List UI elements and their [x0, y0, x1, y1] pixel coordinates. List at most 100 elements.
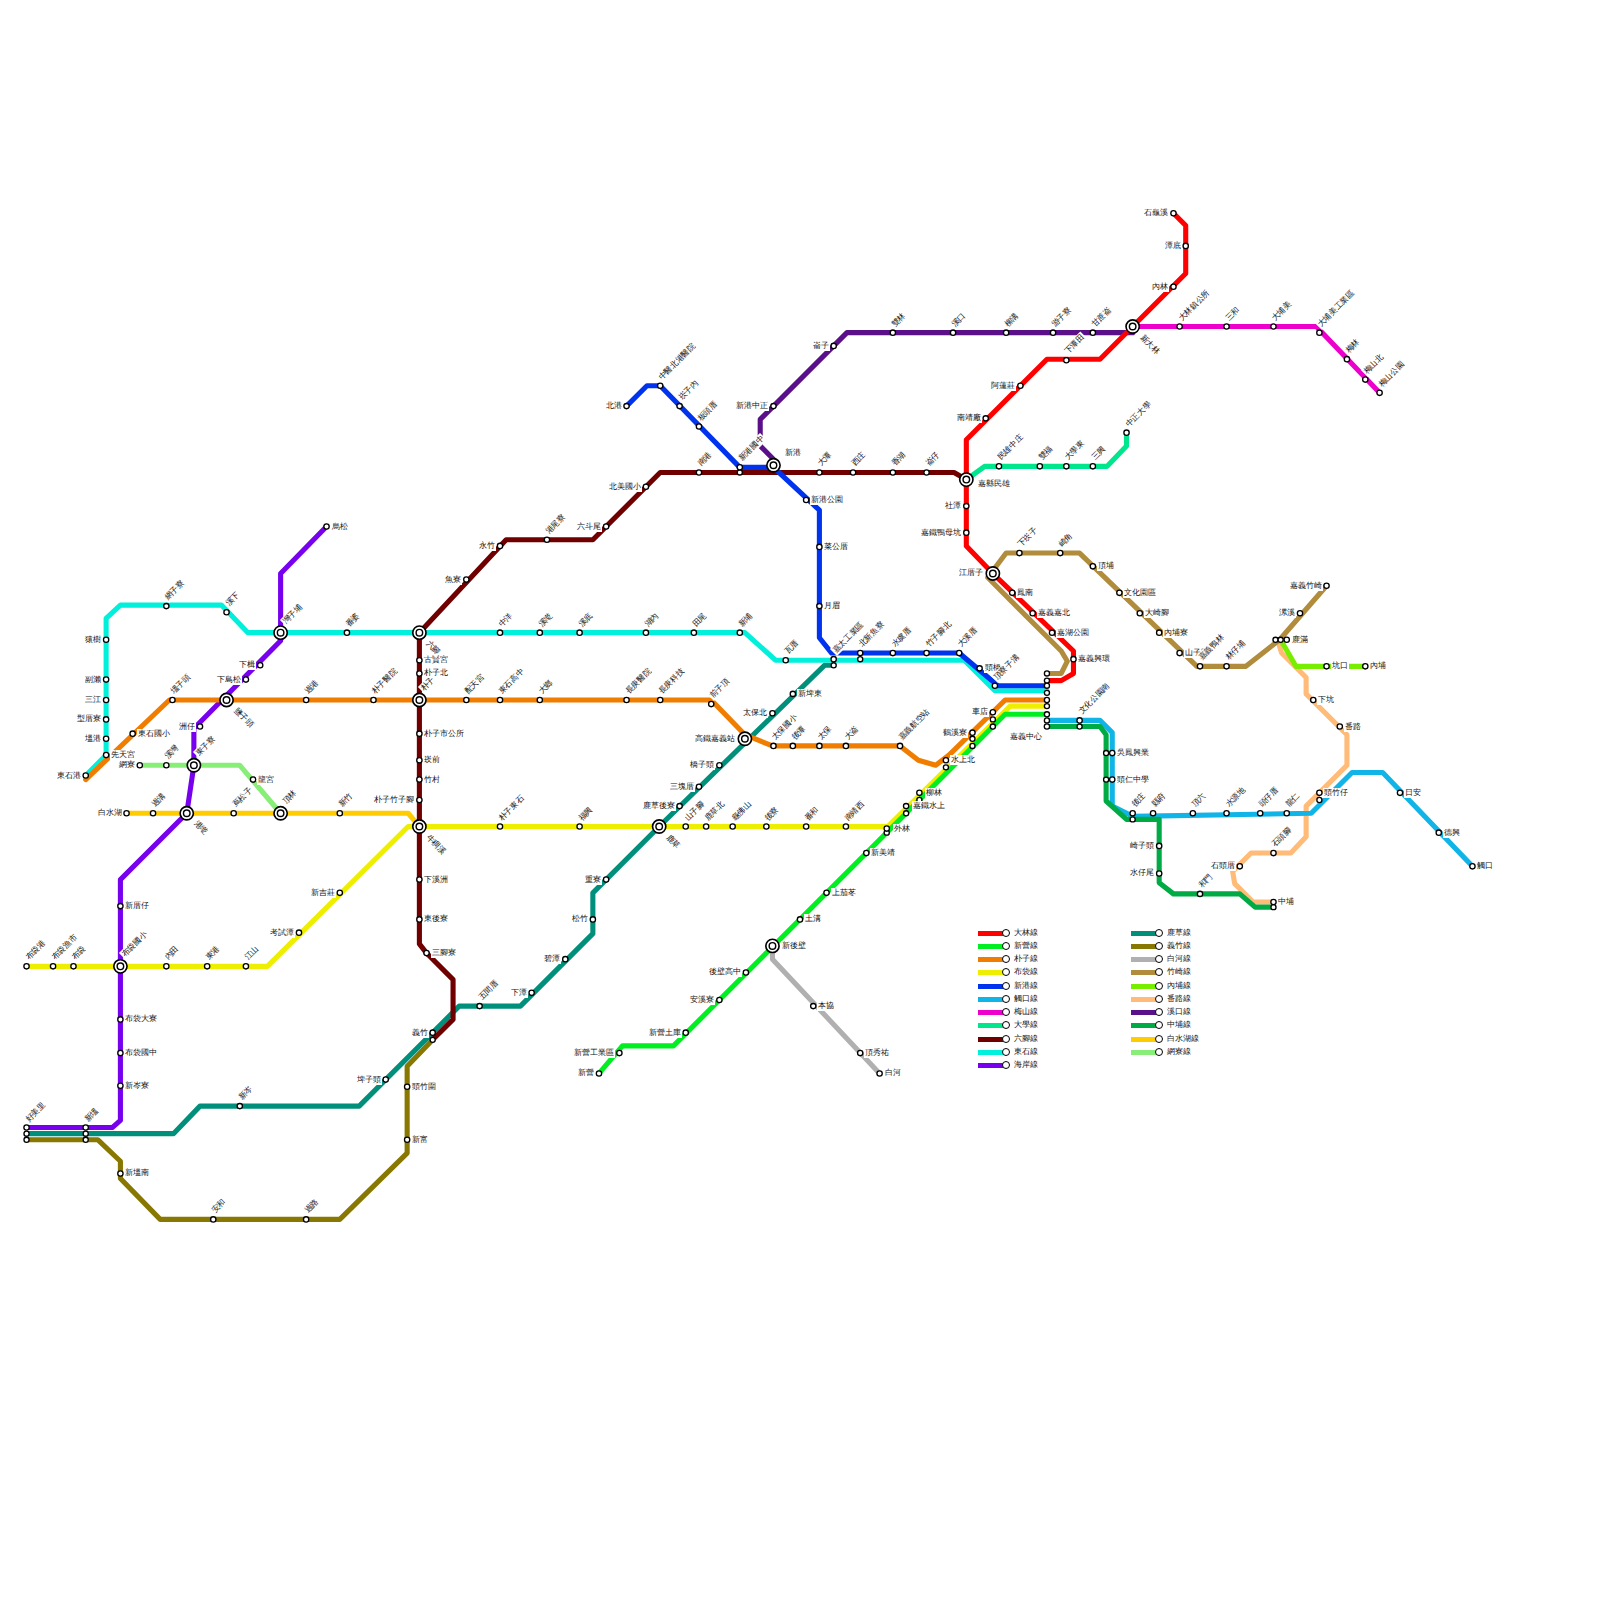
station-circle: [477, 1003, 482, 1008]
station-circle: [803, 824, 808, 829]
station-dot: [1284, 811, 1289, 816]
station-label: 魚寮: [444, 575, 462, 585]
legend-text: 大林線: [1014, 927, 1038, 939]
station-label: 東子寮: [193, 734, 218, 759]
legend-dot: [1002, 995, 1010, 1003]
station-circle: [603, 524, 608, 529]
station-dot: [337, 890, 342, 895]
station-dot: [1171, 211, 1176, 216]
station-label: 和門: [1196, 871, 1216, 891]
station-circle: [1157, 843, 1162, 848]
legend-dot: [1155, 955, 1163, 963]
station-circle: [1064, 464, 1069, 469]
station-label: 柳林: [925, 788, 943, 798]
station-dot: [1436, 830, 1441, 835]
station-label: 番路: [1344, 722, 1362, 732]
station-dot: [1157, 843, 1162, 848]
legend-item: 白河線: [1131, 953, 1155, 965]
station-dot: [696, 424, 701, 429]
station-label: 永竹: [478, 541, 496, 551]
station-circle: [996, 464, 1001, 469]
station-circle: [1110, 777, 1115, 782]
station-label: 甘蔗崙: [1089, 304, 1114, 329]
station-label: 東石港: [56, 771, 82, 781]
station-dot: [992, 683, 997, 688]
station-label: 頭竹仔: [1323, 788, 1349, 798]
station-dot: [224, 610, 229, 615]
station-dot: [858, 1050, 863, 1055]
station-label: 竹子腳北: [922, 619, 953, 650]
station-circle: [413, 626, 426, 639]
station-circle: [783, 658, 788, 663]
station-dot: [817, 603, 822, 608]
station-dot: [430, 1030, 435, 1035]
station-label: 高鐵嘉義站: [694, 734, 736, 744]
station-dot: [103, 736, 108, 741]
station-dot: [464, 697, 469, 702]
station-dot: [683, 1030, 688, 1035]
station-dot: [137, 763, 142, 768]
station-dot: [124, 811, 129, 816]
station-label: 下楫: [238, 660, 256, 670]
station-circle: [497, 824, 502, 829]
station-label: 潭底: [1164, 241, 1182, 251]
station-circle: [767, 459, 780, 472]
station-dot: [83, 773, 88, 778]
station-label: 梅林: [1343, 336, 1363, 356]
station-label: 溪底: [576, 610, 596, 630]
station-dot: [24, 1125, 29, 1130]
interchange-ring: [963, 476, 970, 483]
station-circle: [1224, 324, 1229, 329]
station-dot: [1297, 611, 1302, 616]
station-dot: [417, 917, 422, 922]
station-dot: [1044, 678, 1049, 683]
station-label: 朴子竹子腳: [373, 795, 415, 805]
interchange-ring: [277, 810, 284, 817]
station-circle: [790, 691, 795, 696]
interchange-symbol: [274, 807, 287, 820]
station-circle: [677, 403, 682, 408]
station-circle: [274, 807, 287, 820]
station-label: 車店: [971, 707, 989, 717]
station-circle: [417, 797, 422, 802]
station-circle: [1049, 630, 1054, 635]
station-dot: [677, 403, 682, 408]
station-label: 頂六: [1189, 790, 1209, 810]
station-label: 漯溪: [1278, 608, 1296, 618]
station-circle: [1171, 284, 1176, 289]
legend-item: 網寮線: [1131, 1046, 1155, 1058]
station-dot: [691, 630, 696, 635]
legend-text: 六腳線: [1014, 1033, 1038, 1045]
legend-dot: [1002, 1048, 1010, 1056]
legend-dot: [1155, 1048, 1163, 1056]
legend-item: 新港線: [978, 980, 1002, 992]
station-label: 配天宮: [462, 672, 487, 697]
station-circle: [274, 626, 287, 639]
station-label: 新塭南: [124, 1168, 150, 1178]
station-circle: [1470, 864, 1475, 869]
station-circle: [164, 603, 169, 608]
legend-text: 布袋線: [1014, 966, 1038, 978]
station-circle: [653, 820, 666, 833]
station-label: 北港: [605, 401, 623, 411]
station-circle: [164, 763, 169, 768]
station-dot: [624, 403, 629, 408]
station-circle: [118, 903, 123, 908]
station-circle: [150, 811, 155, 816]
interchange-symbol: [653, 820, 666, 833]
station-dot: [770, 711, 775, 716]
interchange-ring: [742, 736, 749, 743]
station-circle: [903, 803, 908, 808]
station-dot: [563, 957, 568, 962]
station-label: 新岑: [236, 1083, 256, 1103]
station-label: 六斗尾: [576, 522, 602, 532]
station-dot: [890, 330, 895, 335]
station-label: 內田: [162, 944, 182, 964]
station-label: 後寮: [762, 804, 782, 824]
station-circle: [977, 666, 982, 671]
station-circle: [544, 537, 549, 542]
station-circle: [709, 701, 714, 706]
station-label: 頭竹圍: [411, 1082, 437, 1092]
station-circle: [118, 1171, 123, 1176]
